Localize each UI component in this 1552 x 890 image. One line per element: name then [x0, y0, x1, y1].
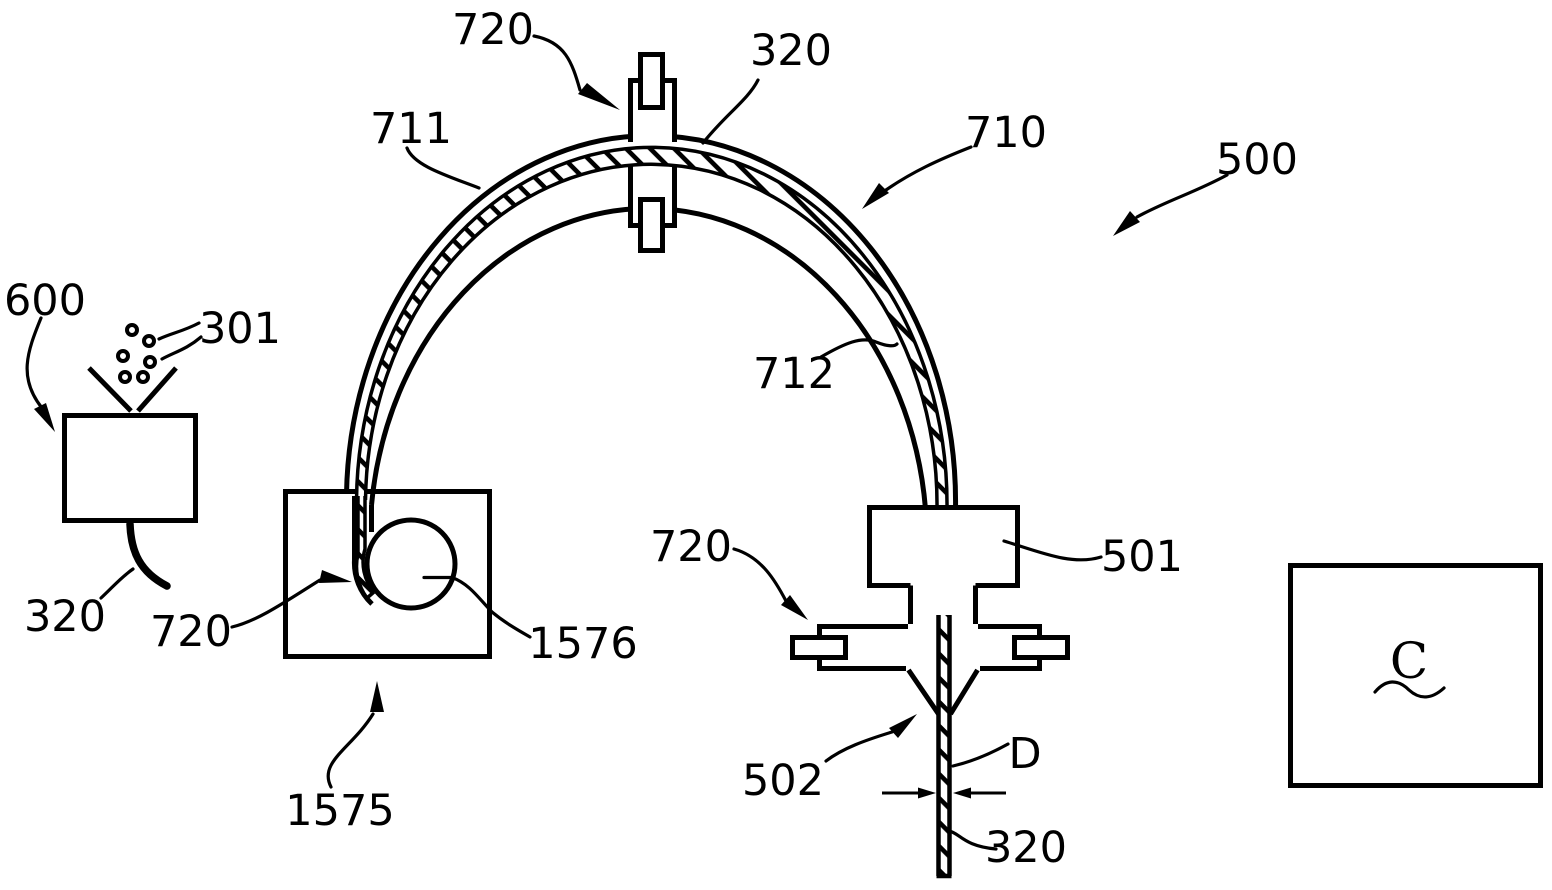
clamp-top-upper-plunger	[638, 52, 665, 110]
funnel-v-left	[87, 366, 133, 413]
leader-1576	[422, 575, 532, 639]
ref-label-720-left: 720	[150, 607, 232, 657]
ref-label-711: 711	[370, 104, 452, 154]
leader-720-right	[732, 547, 788, 603]
dim-arrow-right-icon	[953, 787, 971, 799]
leader-711	[405, 146, 481, 190]
chamber-box	[1288, 563, 1543, 788]
leader-720-left	[230, 578, 322, 629]
band-inner-edge	[363, 162, 939, 510]
leader-720-top	[532, 34, 582, 92]
leader-1575	[326, 712, 375, 789]
leader-301-a	[157, 321, 201, 341]
target-chamber-c	[1288, 563, 1543, 788]
dimension-d	[882, 787, 1006, 799]
leader-D	[951, 742, 1010, 768]
ref-label-712: 712	[753, 349, 835, 399]
band-outer-edge	[354, 145, 949, 510]
leader-lines	[25, 34, 1229, 851]
ref-label-710: 710	[965, 108, 1047, 158]
ref-label-500: 500	[1216, 135, 1298, 185]
block-501-neck	[908, 585, 978, 627]
ref-label-D: D	[1008, 729, 1041, 779]
leader-712	[819, 338, 899, 359]
clamp-top-lower-plunger	[638, 197, 665, 253]
leader-320-left	[99, 567, 135, 600]
clamp-top-lower-housing	[628, 164, 677, 228]
pulley-circle-1576	[364, 517, 458, 611]
leader-502-arrow-icon	[889, 714, 917, 738]
ref-label-501: 501	[1101, 532, 1183, 582]
leader-1575-arrow-icon	[370, 681, 384, 712]
ref-label-1576: 1576	[528, 619, 637, 669]
band-spool-end-cap	[365, 590, 376, 600]
ref-label-720-top: 720	[452, 5, 534, 55]
leader-500	[1135, 173, 1229, 219]
fiber-tail	[126, 520, 171, 590]
ref-label-320-top: 320	[750, 26, 832, 76]
leader-600-arrow-icon	[34, 403, 55, 432]
source-box	[62, 413, 198, 523]
dim-arrow-left-icon	[918, 787, 936, 799]
ref-label-320-bottom: 320	[985, 823, 1067, 873]
clamp-right-right-plunger	[1012, 635, 1070, 660]
ref-label-720-right: 720	[650, 522, 732, 572]
funnel-v-right	[136, 366, 178, 413]
leader-301-b	[160, 335, 203, 361]
clamp-720-top	[628, 78, 677, 228]
block-501-outline	[867, 505, 1020, 588]
ref-label-502: 502	[742, 756, 824, 806]
particles-icon	[116, 323, 157, 384]
ref-label-1575: 1575	[285, 786, 394, 836]
band-spool-outer-edge	[354, 496, 369, 600]
chamber-c-label: C	[1390, 632, 1428, 690]
reference-labels: 720 320 711 710 500 600 301 712 501 720 …	[4, 5, 1428, 873]
leader-320-bottom	[947, 829, 998, 851]
spool-box-1575	[283, 489, 492, 659]
leader-500-arrow-icon	[1113, 211, 1140, 236]
leader-720-left-arrow-icon	[319, 570, 352, 583]
band-spool-inner-edge	[361, 496, 376, 594]
chamber-tilde-icon	[1373, 680, 1446, 699]
leader-320-top	[701, 78, 760, 145]
source-assembly-600	[62, 323, 198, 590]
ref-label-320-left: 320	[24, 592, 106, 642]
leader-720-right-arrow-icon	[781, 595, 808, 620]
clamp-top-upper-housing	[628, 78, 677, 142]
funnel-502-walls	[906, 668, 980, 716]
fiber-band-320-arch	[354, 145, 949, 600]
leader-720-top-arrow-icon	[578, 83, 620, 110]
clamp-right-left-plunger	[790, 635, 848, 660]
extruder-assembly	[790, 505, 1070, 879]
ref-label-301: 301	[199, 304, 281, 354]
fiber-strand-320	[936, 615, 952, 879]
leader-600	[25, 316, 44, 410]
leader-710-arrow-icon	[862, 183, 889, 209]
leader-501	[1002, 539, 1103, 562]
clamp-720-top-plungers	[638, 52, 665, 253]
ref-label-600: 600	[4, 276, 86, 326]
leader-502	[824, 730, 894, 763]
band-hatch-spool	[356, 496, 374, 598]
leader-710	[884, 145, 973, 192]
